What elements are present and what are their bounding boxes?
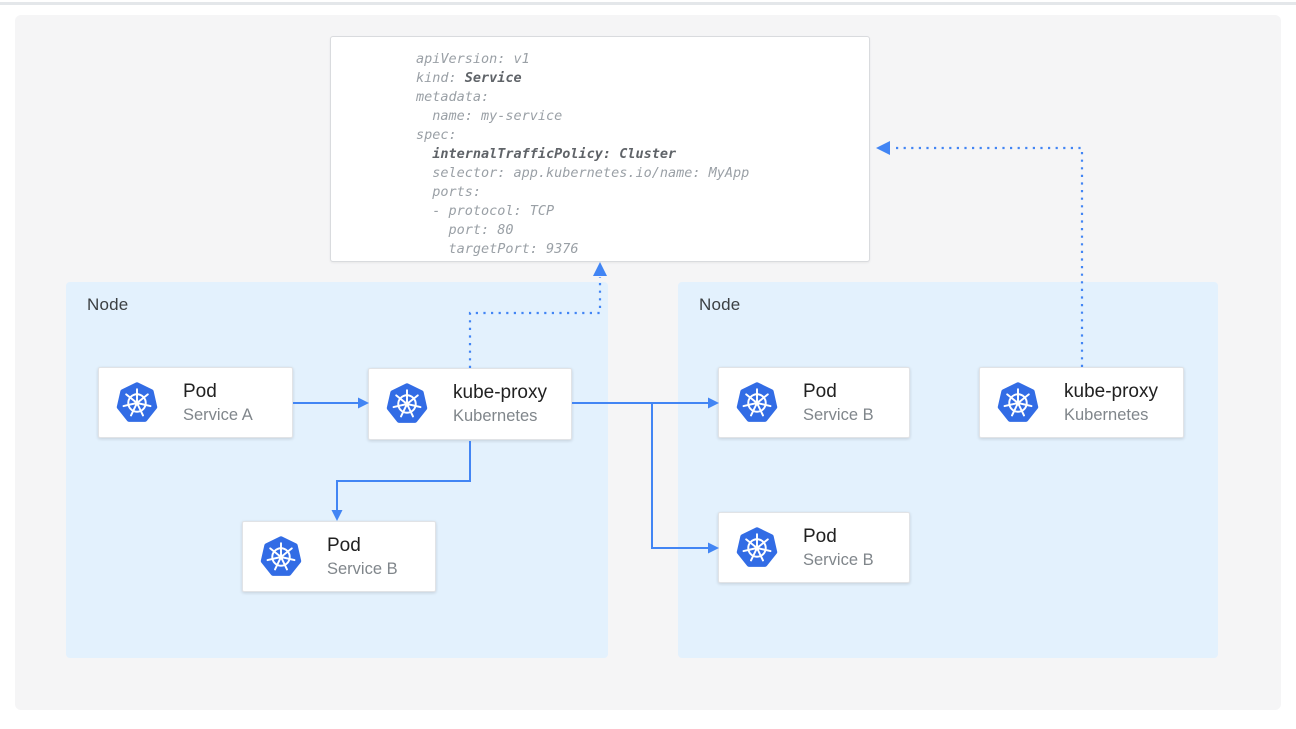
code-line: ports: — [416, 184, 482, 200]
card-title: kube-proxy — [453, 382, 547, 403]
kubernetes-logo-icon — [736, 526, 778, 567]
top-border-line — [0, 2, 1296, 5]
code-line: apiVersion: v1 — [416, 51, 530, 67]
card-pod-service-b-left: Pod Service B — [242, 521, 436, 592]
kubernetes-logo-icon — [997, 381, 1039, 422]
card-kube-proxy-right: kube-proxy Kubernetes — [979, 367, 1184, 438]
card-title: kube-proxy — [1064, 381, 1158, 402]
code-line: - protocol: TCP — [416, 203, 555, 219]
card-title: Pod — [803, 381, 837, 402]
service-yaml-card: apiVersion: v1 kind: Service metadata: n… — [330, 36, 870, 262]
card-pod-service-a: Pod Service A — [98, 367, 293, 438]
card-subtitle: Kubernetes — [1064, 406, 1149, 424]
card-subtitle: Service B — [327, 560, 398, 578]
card-subtitle: Service A — [183, 406, 253, 424]
kubernetes-logo-icon — [386, 383, 428, 423]
node-label: Node — [87, 295, 129, 314]
node-label: Node — [699, 295, 741, 314]
card-pod-service-b-right-top: Pod Service B — [718, 367, 910, 438]
card-subtitle: Kubernetes — [453, 407, 538, 425]
code-line: kind: Service — [416, 70, 522, 86]
card-pod-service-b-right-bottom: Pod Service B — [718, 512, 910, 583]
code-line: spec: — [416, 127, 457, 143]
node-box-left: Node — [66, 282, 608, 658]
card-subtitle: Service B — [803, 406, 874, 424]
node-box-right: Node — [678, 282, 1218, 658]
card-subtitle: Service B — [803, 551, 874, 569]
code-line: selector: app.kubernetes.io/name: MyApp — [416, 165, 750, 181]
card-title: Pod — [803, 526, 837, 547]
code-line: name: my-service — [416, 108, 563, 124]
code-line: port: 80 — [416, 222, 514, 238]
code-line: internalTrafficPolicy: Cluster — [416, 146, 677, 162]
kubernetes-logo-icon — [116, 381, 158, 422]
code-line: metadata: — [416, 89, 490, 105]
code-line: targetPort: 9376 — [416, 241, 579, 257]
kubernetes-logo-icon — [260, 535, 302, 576]
card-kube-proxy-left: kube-proxy Kubernetes — [368, 368, 572, 440]
card-title: Pod — [183, 381, 217, 402]
card-title: Pod — [327, 535, 361, 556]
kubernetes-logo-icon — [736, 381, 778, 422]
